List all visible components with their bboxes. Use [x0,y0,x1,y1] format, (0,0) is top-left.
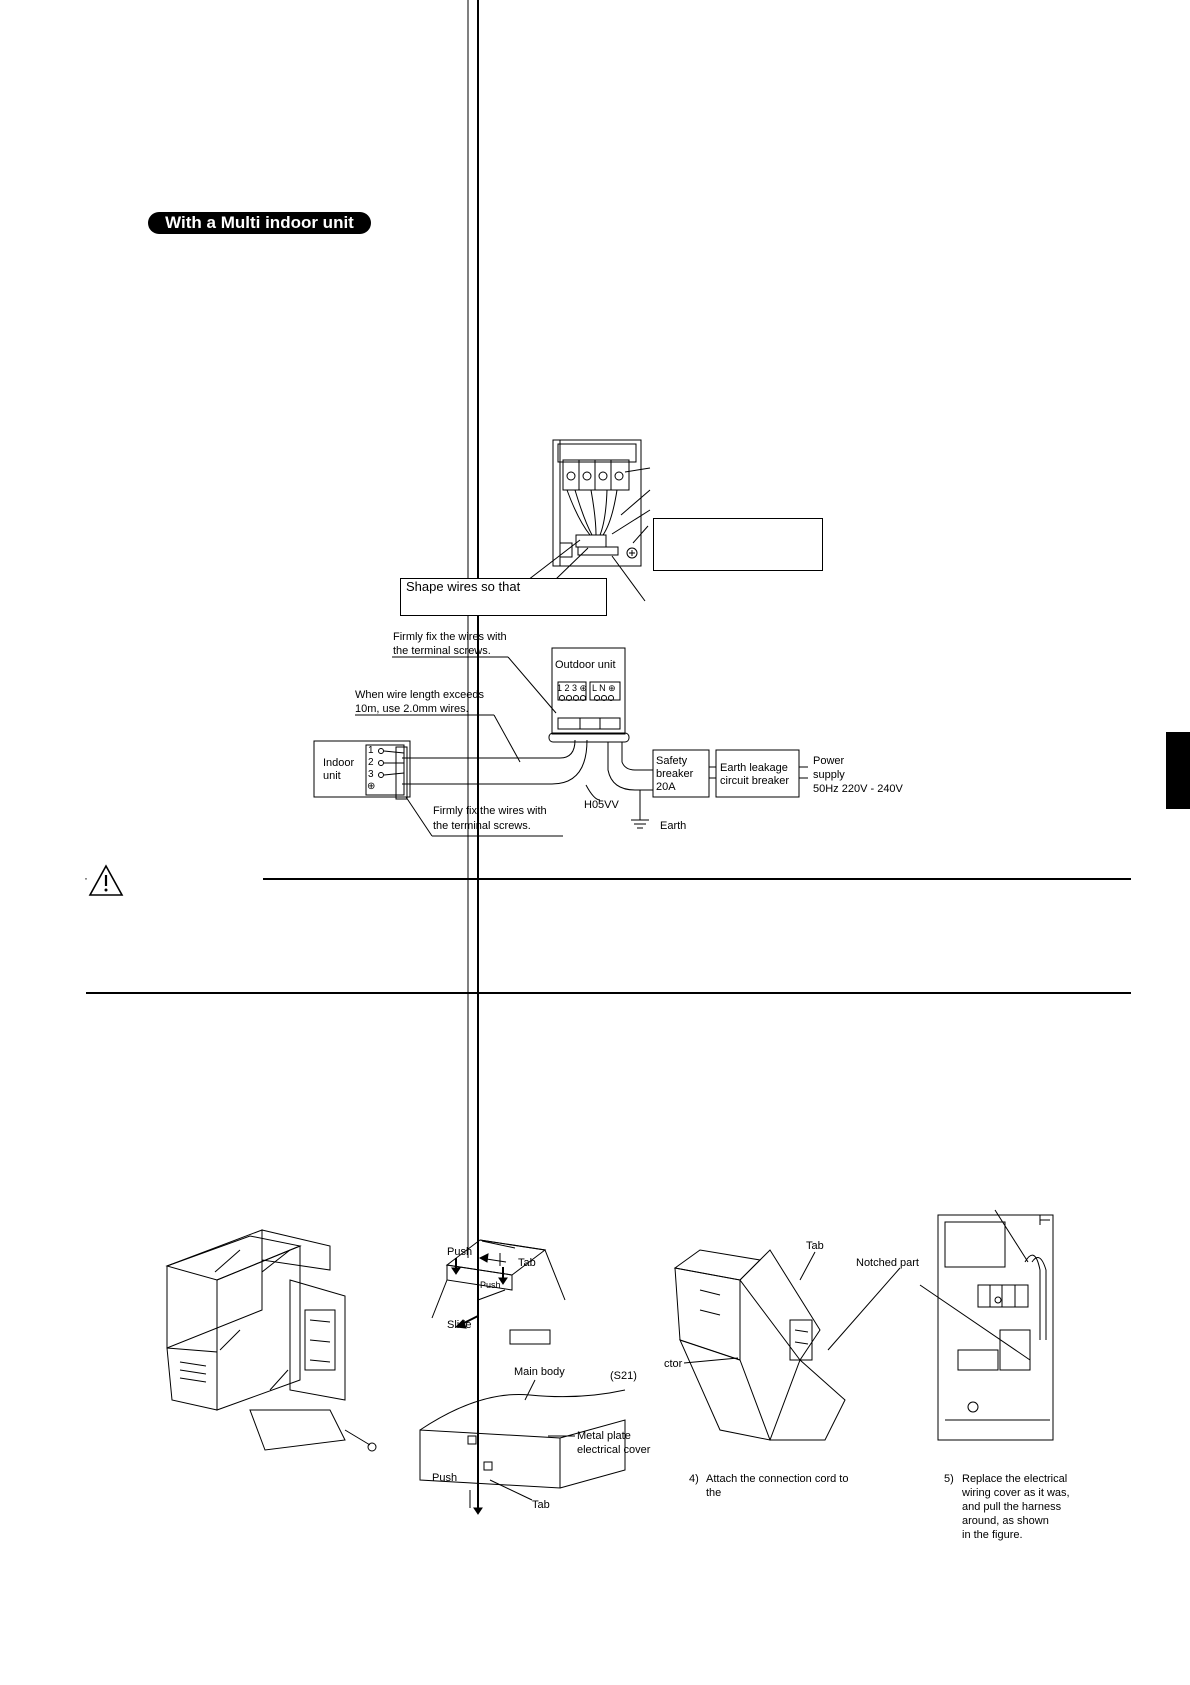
power-supply-line1: Power [813,755,845,767]
safety-breaker-line1: Safety [656,755,688,767]
indoor-terminal-3: 3 [368,769,374,780]
safety-breaker-line2: breaker [656,768,694,780]
power-supply-line2: supply [813,769,845,781]
chapter-side-tab [1166,732,1190,809]
top-diagram-callout-box [653,518,823,571]
fig4-step-line2: wiring cover as it was, [962,1487,1070,1499]
fig2-tab-bottom: Tab [532,1499,550,1511]
indoor-unit-label-line2: unit [323,770,341,782]
fig2-metal-plate-line1: Metal plate [577,1430,631,1442]
warning-triangle-icon [88,864,124,896]
shape-wires-note-text: Shape wires so that [406,579,521,594]
fig2-slide: Slide [447,1319,472,1331]
outdoor-terminals-right: L N ⊕ [592,683,616,693]
outdoor-unit-label: Outdoor unit [555,659,616,671]
fig2-tab-top: Tab [518,1257,536,1269]
caution-marker: · [84,871,88,885]
shape-wires-note-box [400,578,607,616]
section-badge: With a Multi indoor unit [148,212,371,234]
fig2-main-body: Main body [514,1366,565,1378]
fig2-push-bottom: Push [432,1472,458,1484]
fig3-step-line2: the [706,1487,722,1499]
fig2-metal-plate-line2: electrical cover [577,1444,651,1456]
terminal-block-diagram [527,439,651,602]
fig4-step-line1: Replace the electrical [962,1473,1068,1485]
outdoor-terminals-left: 1 2 3 ⊕ [557,683,588,693]
figure-1-unit-drawing [165,1229,377,1452]
fix-note-top-line1: Firmly fix the wires with [393,631,507,643]
figure-4-wiring-cover-drawing [919,1209,1054,1441]
earth-leakage-line2: circuit breaker [720,775,790,787]
fig3-ctor: ctor [664,1358,683,1370]
fig3-step-line1: Attach the connection cord to [706,1473,849,1485]
figure-3-connection-drawing [673,1249,901,1441]
fig3-step-number: 4) [689,1473,699,1485]
fig3-notched-part: Notched part [856,1257,919,1269]
power-supply-line3: 50Hz 220V - 240V [813,783,903,795]
fig4-step-line4: around, as shown [962,1515,1049,1527]
cable-type-label: H05VV [584,799,619,811]
wiring-diagram [313,647,808,837]
fix-note-top-line2: the terminal screws. [393,645,491,657]
fig3-tab: Tab [806,1240,824,1252]
caution-top-rule [263,878,1131,880]
length-note-line1: When wire length exceeds [355,689,485,701]
figure-2-cover-drawing [419,0,626,1508]
earth-leakage-line1: Earth leakage [720,762,788,774]
fix-note-bottom-line2: the terminal screws. [433,820,531,832]
fix-note-bottom-line1: Firmly fix the wires with [433,805,547,817]
indoor-terminal-2: 2 [368,757,374,768]
indoor-terminal-1: 1 [368,745,374,756]
safety-breaker-line3: 20A [656,781,676,793]
caution-bottom-rule [86,992,1131,994]
length-note-line2: 10m, use 2.0mm wires. [355,703,469,715]
fig2-s21: (S21) [610,1370,637,1382]
fig2-push-top: Push [447,1246,473,1258]
earth-label: Earth [660,820,687,832]
indoor-terminal-earth: ⊕ [367,781,376,792]
fig4-step-number: 5) [944,1473,954,1485]
fig4-step-line5: in the figure. [962,1529,1023,1541]
indoor-unit-label-line1: Indoor [323,757,355,769]
fig4-step-line3: and pull the harness [962,1501,1062,1513]
fig2-push-inner: Push [480,1280,501,1290]
